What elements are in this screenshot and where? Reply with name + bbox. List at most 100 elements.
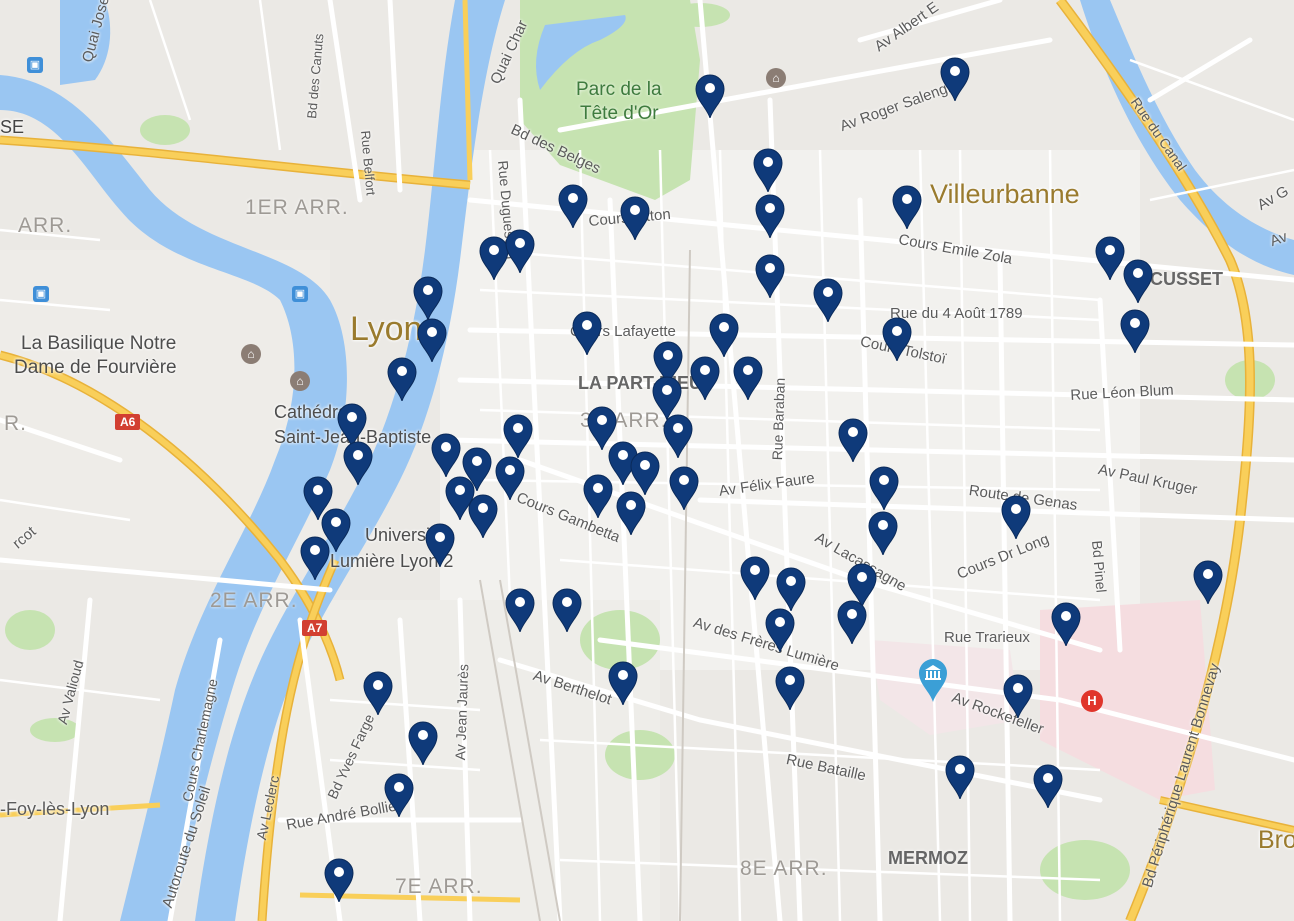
poi-universite-line1[interactable]: Université (365, 525, 446, 545)
hotel-marker[interactable] (940, 57, 970, 101)
hotel-marker[interactable] (838, 418, 868, 462)
road-label-bd-pinel: Bd Pinel (1089, 539, 1110, 594)
hotel-marker[interactable] (495, 456, 525, 500)
city-label-lyon: Lyon (350, 310, 423, 348)
hotel-marker[interactable] (413, 276, 443, 320)
hotel-marker[interactable] (755, 254, 785, 298)
hotel-marker[interactable] (583, 474, 613, 518)
hotel-marker[interactable] (337, 403, 367, 447)
hotel-marker[interactable] (945, 755, 975, 799)
hotel-marker[interactable] (813, 278, 843, 322)
hotel-marker[interactable] (690, 356, 720, 400)
hotel-marker[interactable] (552, 588, 582, 632)
map-pin-icon (652, 376, 682, 420)
map-pin-icon (468, 494, 498, 538)
district-label-7e: 7E ARR. (395, 875, 483, 898)
hotel-marker[interactable] (1001, 495, 1031, 539)
hotel-marker[interactable] (709, 313, 739, 357)
poi-universite-line2[interactable]: Lumière Lyon 2 (330, 551, 454, 571)
hotel-marker[interactable] (300, 536, 330, 580)
museum-icon (919, 659, 947, 702)
hotel-marker[interactable] (1193, 560, 1223, 604)
map-pin-icon (587, 406, 617, 450)
hotel-marker[interactable] (1095, 236, 1125, 280)
map-pin-icon (695, 74, 725, 118)
hotel-marker[interactable] (505, 588, 535, 632)
hotel-marker[interactable] (431, 433, 461, 477)
hotel-marker[interactable] (343, 441, 373, 485)
hotel-marker[interactable] (695, 74, 725, 118)
hotel-marker[interactable] (324, 858, 354, 902)
road-label-rue-trarieux: Rue Trarieux (944, 629, 1030, 646)
district-label-arr-left: ARR. (18, 214, 73, 237)
hotel-marker[interactable] (847, 563, 877, 607)
hotel-marker[interactable] (652, 376, 682, 420)
landmark-icon[interactable]: ⌂ (290, 371, 310, 391)
hotel-marker[interactable] (869, 466, 899, 510)
hotel-marker[interactable] (417, 318, 447, 362)
hotel-marker[interactable] (765, 608, 795, 652)
hotel-marker[interactable] (740, 556, 770, 600)
hotel-marker[interactable] (479, 236, 509, 280)
place-label-foy-les-lyon: -Foy-lès-Lyon (0, 799, 110, 819)
poi-basilique-line2[interactable]: Dame de Fourvière (14, 357, 177, 378)
road-label-av-jean-jaures: Av Jean Jaurès (452, 663, 472, 761)
hotel-marker[interactable] (1003, 674, 1033, 718)
hotel-marker[interactable] (1120, 309, 1150, 353)
hotel-marker[interactable] (620, 196, 650, 240)
hotel-marker[interactable] (425, 523, 455, 567)
hotel-marker[interactable] (755, 194, 785, 238)
hotel-marker[interactable] (837, 600, 867, 644)
hotel-marker[interactable] (1123, 259, 1153, 303)
hotel-marker[interactable] (408, 721, 438, 765)
hotel-marker[interactable] (753, 148, 783, 192)
hotel-marker[interactable] (587, 406, 617, 450)
hotel-marker[interactable] (653, 341, 683, 385)
school-icon[interactable]: ⌂ (766, 68, 786, 88)
hotel-marker[interactable] (1033, 764, 1063, 808)
road-label-rue-baraban: Rue Baraban (769, 377, 788, 461)
a7-label: A7 (307, 621, 323, 635)
hotel-marker[interactable] (558, 184, 588, 228)
landmark-icon[interactable]: ⌂ (241, 344, 261, 364)
neighborhood-label-part-dieu: LA PART-DIEU (578, 373, 702, 393)
transit-icon[interactable]: ▣ (27, 57, 43, 73)
transit-icon[interactable]: ▣ (292, 286, 308, 302)
hotel-marker[interactable] (892, 185, 922, 229)
map-pin-icon (505, 588, 535, 632)
hospital-letter: H (1087, 693, 1097, 708)
poi-basilique-line1[interactable]: La Basilique Notre (21, 333, 177, 354)
hotel-marker[interactable] (630, 451, 660, 495)
hotel-marker[interactable] (868, 511, 898, 555)
map-pin-icon (495, 456, 525, 500)
hotel-marker[interactable] (387, 357, 417, 401)
map-pin-icon (663, 414, 693, 458)
museum-marker[interactable] (918, 658, 948, 702)
hotel-marker[interactable] (503, 414, 533, 458)
hotel-marker[interactable] (321, 508, 351, 552)
transit-icon[interactable]: ▣ (33, 286, 49, 302)
hotel-marker[interactable] (505, 229, 535, 273)
hotel-marker[interactable] (384, 773, 414, 817)
hotel-marker[interactable] (363, 671, 393, 715)
map-pin-icon (505, 229, 535, 273)
hotel-marker[interactable] (775, 666, 805, 710)
hotel-marker[interactable] (1051, 602, 1081, 646)
district-label-8e: 8E ARR. (740, 857, 828, 880)
hotel-marker[interactable] (882, 317, 912, 361)
map-pin-icon (552, 588, 582, 632)
hotel-marker[interactable] (608, 661, 638, 705)
hotel-marker[interactable] (776, 567, 806, 611)
hospital-icon[interactable]: H (1081, 690, 1103, 712)
hotel-marker[interactable] (733, 356, 763, 400)
hotel-marker[interactable] (669, 466, 699, 510)
hotel-marker[interactable] (468, 494, 498, 538)
hotel-marker[interactable] (572, 311, 602, 355)
hotel-marker[interactable] (663, 414, 693, 458)
hotel-marker[interactable] (462, 447, 492, 491)
hotel-marker[interactable] (303, 476, 333, 520)
map-pin-icon (363, 671, 393, 715)
hotel-marker[interactable] (616, 491, 646, 535)
